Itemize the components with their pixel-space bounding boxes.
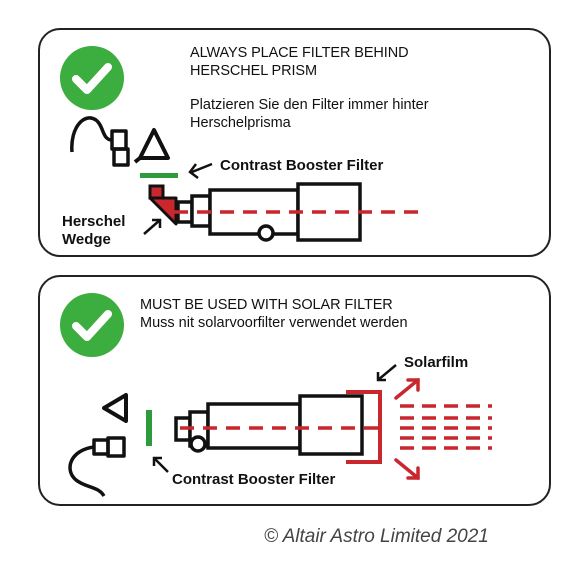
arrow-icon	[376, 364, 397, 382]
panel1-filter-label: Contrast Booster Filter	[220, 157, 384, 174]
panel-solar-filter	[38, 275, 551, 506]
copyright-text: © Altair Astro Limited 2021	[264, 526, 489, 547]
camera-icon	[68, 436, 126, 498]
panel2-title-line1: MUST BE USED WITH SOLAR FILTER	[140, 297, 393, 313]
light-ray-icon	[400, 404, 492, 450]
telescope-icon	[174, 394, 364, 456]
panel2-solarfilm-label: Solarfilm	[404, 354, 469, 371]
arrow-icon	[143, 218, 162, 235]
panel1-subtitle-line2: Herschelprisma	[190, 115, 291, 131]
eye-icon	[102, 393, 128, 423]
reflection-arrow-icon	[394, 378, 420, 480]
panel1-herschel-label-line1: Herschel	[62, 213, 126, 230]
panel1-title-line1: ALWAYS PLACE FILTER BEHIND	[190, 45, 409, 61]
panel1-title-line2: HERSCHEL PRISM	[190, 63, 317, 79]
eye-icon	[133, 128, 170, 164]
solar-film-icon	[346, 390, 382, 464]
panel1-subtitle-line1: Platzieren Sie den Filter immer hinter	[190, 97, 429, 113]
panel2-filter-label: Contrast Booster Filter	[172, 471, 336, 488]
arrow-icon	[188, 162, 213, 179]
contrast-booster-filter	[146, 410, 152, 446]
panel2-title-line2: Muss nit solarvoorfilter verwendet werde…	[140, 315, 408, 331]
panel1-herschel-label-line2: Wedge	[62, 231, 111, 248]
camera-icon	[70, 116, 130, 167]
checkmark-icon	[60, 46, 124, 110]
arrow-icon	[152, 456, 169, 473]
checkmark-icon	[60, 293, 124, 357]
contrast-booster-filter	[140, 173, 178, 178]
telescope-icon	[176, 182, 362, 242]
